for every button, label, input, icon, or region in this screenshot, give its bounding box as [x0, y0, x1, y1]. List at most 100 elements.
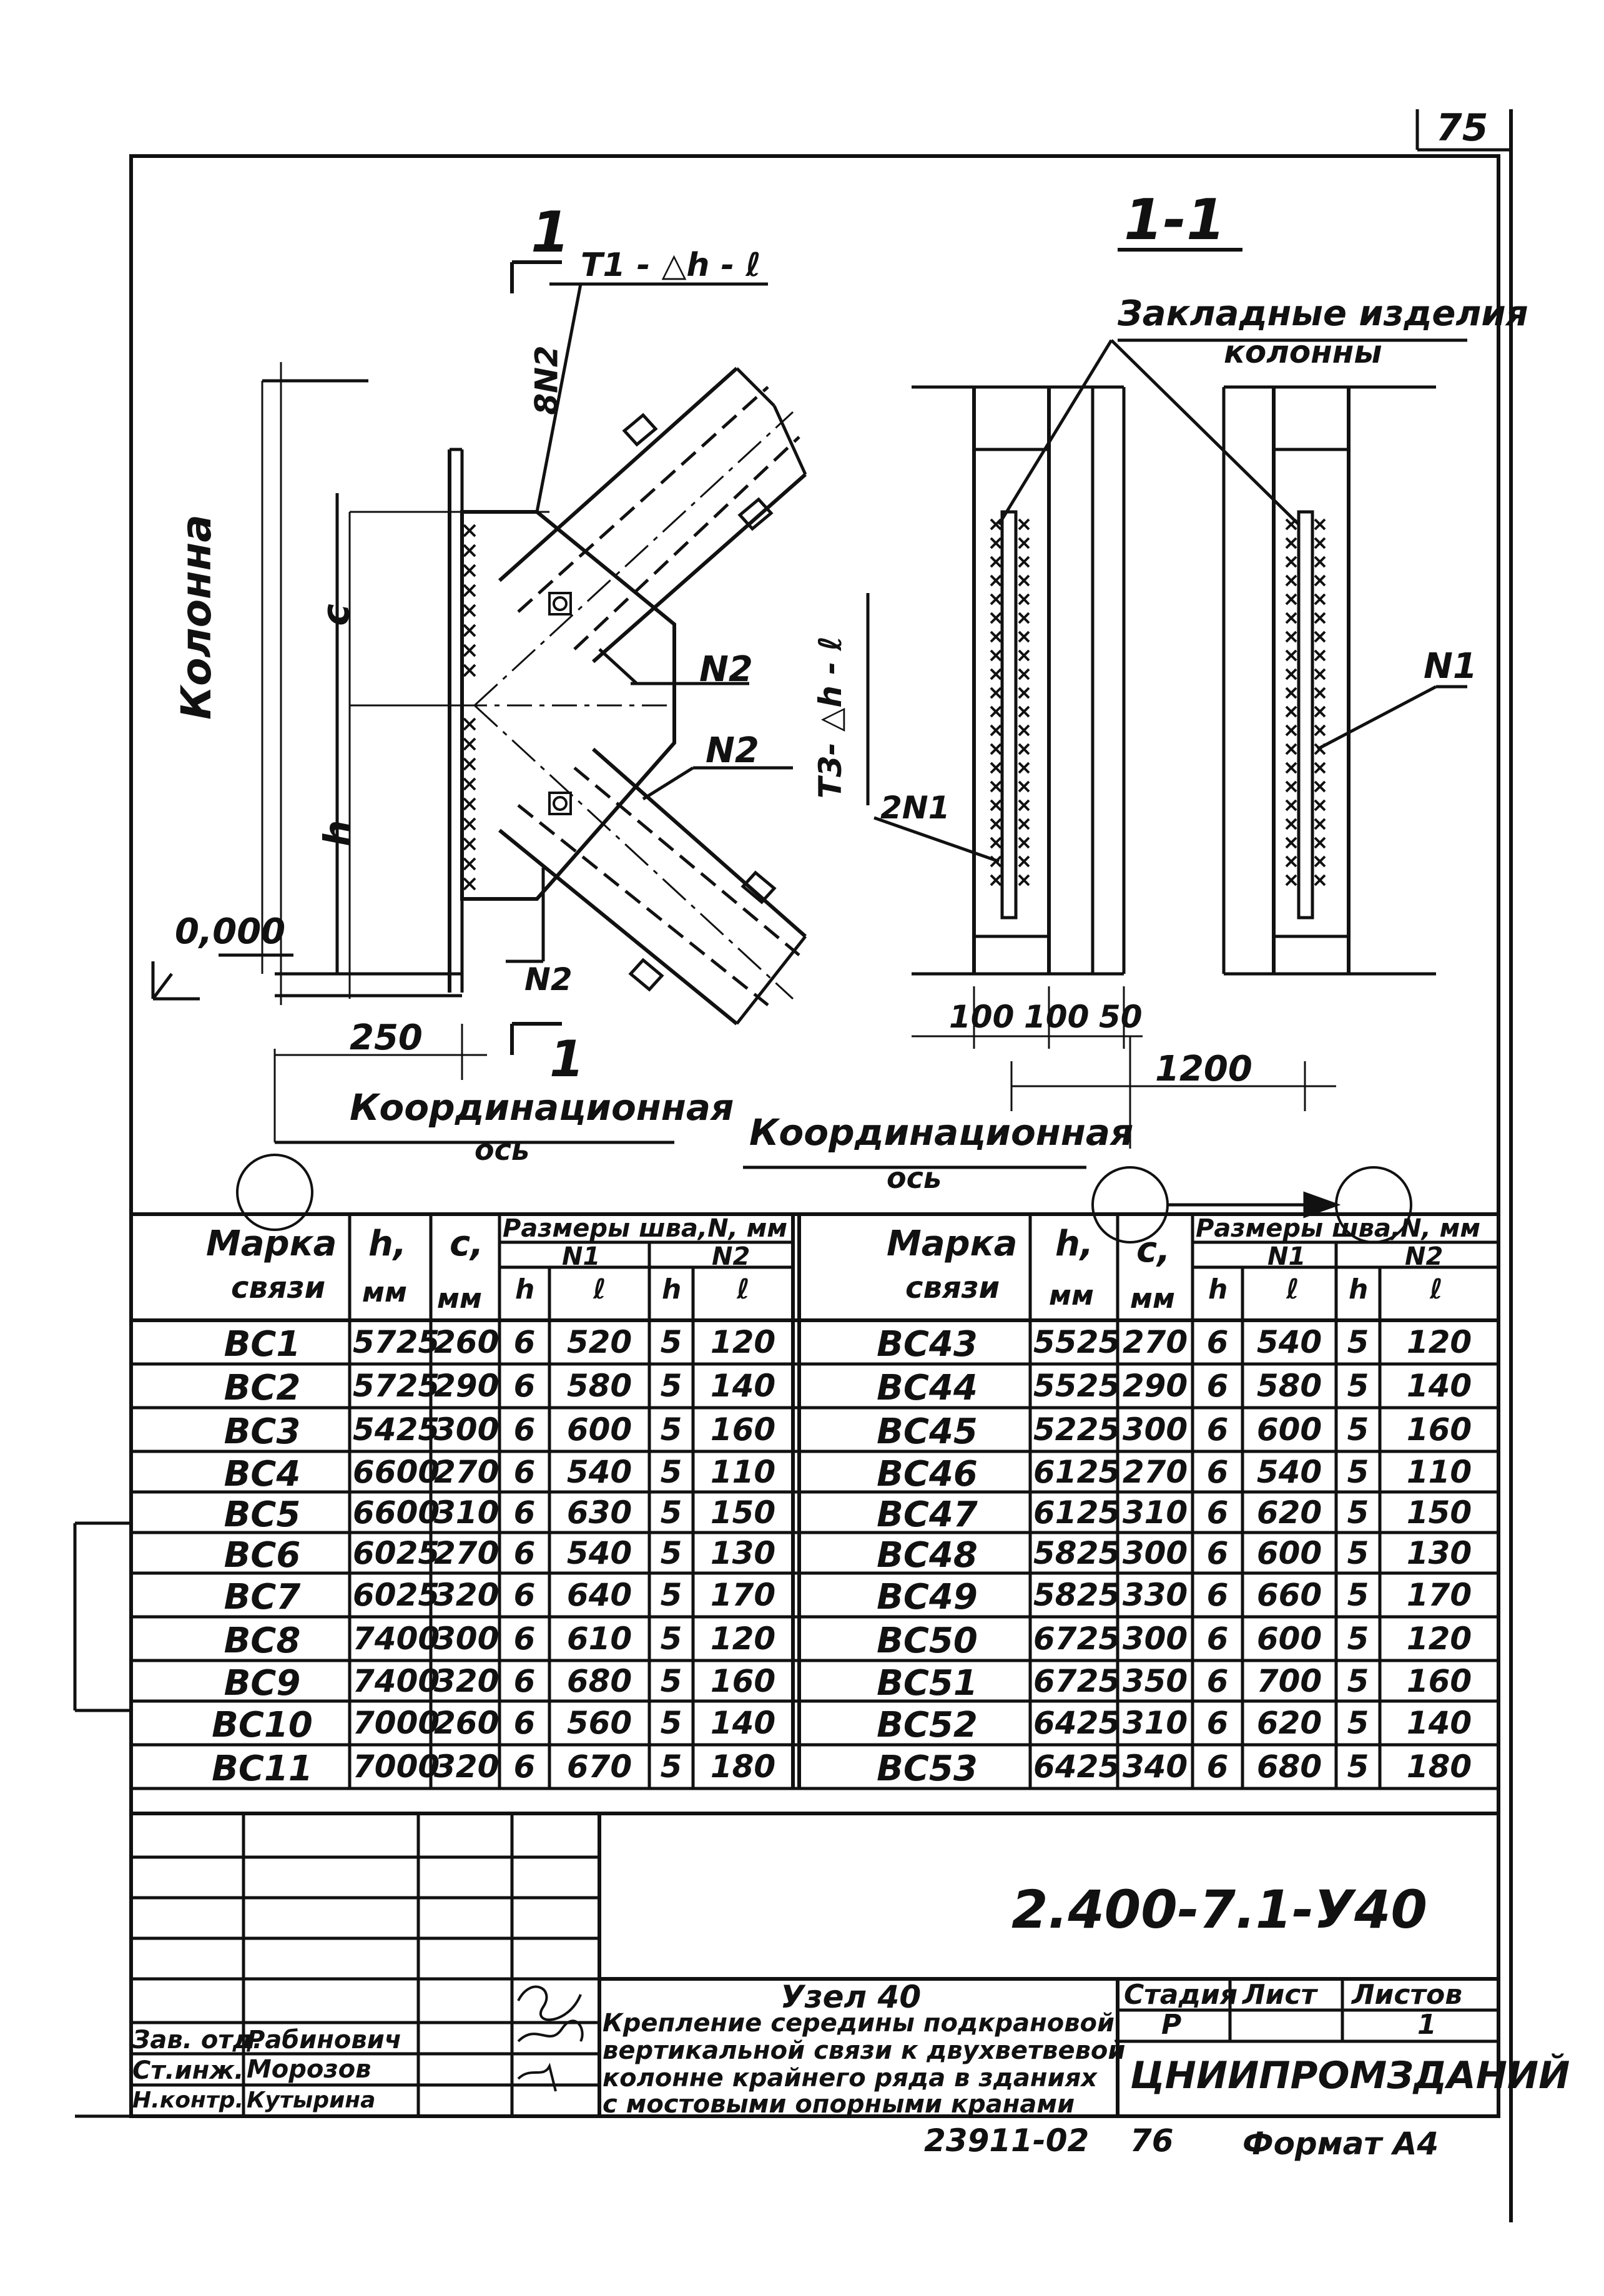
table-cell-mark: ВС44 — [877, 1368, 978, 1408]
hdr-h: h, — [1055, 1224, 1094, 1264]
table-cell-c: 320 — [434, 1577, 499, 1613]
weld-cross — [1018, 705, 1030, 718]
table-cell-n2h: 5 — [660, 1411, 682, 1448]
weld-cross — [1314, 593, 1326, 606]
table-cell-h: 5425 — [353, 1411, 440, 1448]
weld-cross — [463, 777, 476, 791]
dim-100b: 100 — [1024, 999, 1090, 1035]
weld-cross — [990, 705, 1002, 718]
table-cell-n2h: 5 — [660, 1577, 682, 1613]
table-cell-n2l: 130 — [710, 1534, 776, 1571]
weld-cross — [1018, 556, 1030, 568]
hdr-sub-h2: h — [662, 1273, 682, 1305]
table-cell-n2l: 180 — [1406, 1749, 1472, 1785]
node-title: Узел 40 — [780, 1979, 922, 2015]
table-cell-n2l: 160 — [710, 1411, 776, 1448]
page-number: 75 — [1436, 106, 1488, 150]
weld-cross — [463, 544, 476, 557]
table-cell-c: 310 — [434, 1494, 499, 1531]
table-cell-h: 5725 — [353, 1368, 440, 1404]
table-cell-n2h: 5 — [660, 1453, 682, 1490]
table-cell-n2l: 120 — [1406, 1324, 1472, 1360]
table-cell-n1l: 620 — [1256, 1494, 1322, 1531]
table-cell-h: 6125 — [1033, 1453, 1121, 1490]
weld-cross — [990, 874, 1002, 886]
weld-cross — [990, 556, 1002, 568]
stage-label: Стадия — [1124, 1979, 1238, 2011]
table-cell-n2h: 5 — [1347, 1411, 1369, 1448]
hdr-mark-2: связи — [905, 1270, 1000, 1305]
dim-250: 250 — [350, 1018, 423, 1058]
weld-cross — [1314, 649, 1326, 662]
table-cell-mark: ВС52 — [877, 1705, 978, 1745]
hdr-c-unit: мм — [1130, 1283, 1175, 1315]
table-cell-c: 290 — [1122, 1368, 1188, 1404]
title-block-grid — [131, 1813, 1498, 2116]
weld-cross — [1314, 705, 1326, 718]
table-cell-c: 300 — [434, 1411, 499, 1448]
weld-cross — [1314, 780, 1326, 793]
weld-cross — [1314, 574, 1326, 587]
weld-cross — [990, 687, 1002, 699]
table-cell-n1h: 6 — [513, 1411, 536, 1448]
table-cell-h: 5725 — [353, 1324, 440, 1360]
table-cell-c: 270 — [434, 1534, 499, 1571]
weld-cross — [463, 624, 476, 637]
table-cell-mark: ВС8 — [224, 1621, 301, 1661]
table-cell-mark: ВС45 — [877, 1411, 978, 1452]
table-cell-n1l: 600 — [566, 1411, 632, 1448]
weld-cross — [1018, 668, 1030, 680]
table-cell-c: 260 — [434, 1324, 499, 1360]
table-cell-c: 340 — [1122, 1749, 1188, 1785]
table-cell-n2h: 5 — [660, 1494, 682, 1531]
weld-cross — [990, 818, 1002, 830]
weld-label-n1: N1 — [1424, 646, 1477, 687]
table-cell-c: 330 — [1122, 1577, 1188, 1613]
table-cell-n2l: 160 — [1406, 1662, 1472, 1699]
table-cell-n2l: 120 — [1406, 1621, 1472, 1657]
weld-cross — [1018, 630, 1030, 643]
weld-label-n2-a: N2 — [699, 649, 753, 690]
section-title: 1-1 — [1124, 187, 1226, 253]
table-cell-h: 6600 — [353, 1453, 440, 1490]
table-cell-mark: ВС11 — [212, 1749, 313, 1789]
weld-cross — [1018, 836, 1030, 849]
table-cell-n1h: 6 — [513, 1662, 536, 1699]
description-3: колонне крайнего ряда в зданиях — [603, 2064, 1098, 2092]
table-cell-n2l: 140 — [1406, 1368, 1472, 1404]
table-cell-n2h: 5 — [660, 1621, 682, 1657]
table-cell-c: 270 — [434, 1453, 499, 1490]
weld-cross — [1314, 724, 1326, 737]
weld-cross — [463, 584, 476, 597]
weld-cross — [990, 743, 1002, 755]
table-cell-c: 320 — [434, 1662, 499, 1699]
table-cell-mark: ВС51 — [877, 1662, 978, 1704]
table-cell-n2l: 170 — [1406, 1577, 1472, 1613]
role-1: Зав. отд. — [132, 2026, 263, 2054]
hdr-sub-h1: h — [1208, 1273, 1228, 1305]
weld-cross — [1018, 743, 1030, 755]
weld-cross — [1285, 874, 1297, 886]
sheets-value: 1 — [1417, 2009, 1437, 2041]
table-cell-n1l: 520 — [566, 1324, 632, 1360]
weld-cross — [1018, 724, 1030, 737]
table-cell-n1l: 700 — [1256, 1662, 1322, 1699]
table-cell-n2h: 5 — [660, 1534, 682, 1571]
table-cell-n2h: 5 — [1347, 1705, 1369, 1741]
table-cell-mark: ВС1 — [224, 1324, 301, 1365]
table-cell-n1l: 660 — [1256, 1577, 1322, 1613]
table-cell-n1h: 6 — [1206, 1749, 1229, 1785]
table-cell-n1h: 6 — [513, 1749, 536, 1785]
table-cell-n1l: 580 — [566, 1368, 632, 1404]
table-cell-n1l: 540 — [1256, 1453, 1322, 1490]
table-cell-n1l: 600 — [1256, 1411, 1322, 1448]
table-cell-h: 6725 — [1033, 1662, 1121, 1699]
upper-brace — [473, 366, 807, 707]
table-cell-n2h: 5 — [1347, 1324, 1369, 1360]
name-3: Кутырина — [247, 2087, 376, 2113]
weld-cross — [990, 537, 1002, 549]
table-cell-n2h: 5 — [1347, 1749, 1369, 1785]
table-cell-mark: ВС3 — [224, 1411, 301, 1452]
lower-brace — [473, 704, 807, 1026]
table-cell-n2h: 5 — [1347, 1534, 1369, 1571]
